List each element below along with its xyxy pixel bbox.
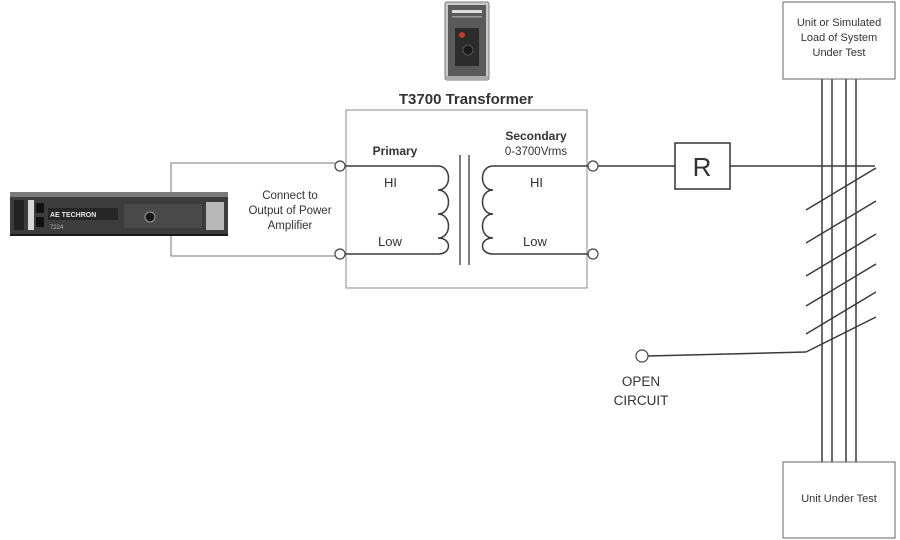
- amplifier-wire-hi: [170, 162, 335, 198]
- resistor-label: R: [693, 152, 712, 182]
- open-circuit-line2: CIRCUIT: [614, 393, 669, 408]
- open-circuit-line1: OPEN: [622, 374, 660, 389]
- transformer-title: T3700 Transformer: [399, 91, 533, 108]
- cable-hatching: [805, 167, 877, 353]
- system-load-line2: Load of System: [801, 32, 877, 44]
- secondary-label: Secondary: [505, 129, 567, 143]
- secondary-low-label: Low: [523, 234, 547, 249]
- cable-bundle: [821, 79, 857, 462]
- system-load-box: [782, 1, 896, 80]
- amplifier-brand: AE TECHRON: [50, 212, 96, 219]
- primary-hi-label: HI: [384, 175, 397, 190]
- primary-low-label: Low: [378, 234, 402, 249]
- primary-low-terminal: [334, 248, 346, 260]
- amplifier-note-line2: Output of Power: [248, 205, 331, 217]
- primary-winding: [345, 165, 450, 255]
- system-load-line3: Under Test: [813, 47, 866, 59]
- amplifier-wire-low: [170, 232, 335, 257]
- secondary-low-terminal: [587, 248, 599, 260]
- secondary-range: 0-3700Vrms: [505, 146, 567, 158]
- power-amplifier-photo: AE TECHRON 7224: [10, 192, 228, 236]
- secondary-winding: [481, 165, 588, 255]
- resistor-box: [674, 142, 731, 190]
- primary-label: Primary: [373, 144, 418, 158]
- primary-hi-terminal: [334, 160, 346, 172]
- amplifier-note-line3: Amplifier: [268, 220, 313, 232]
- amplifier-note-line1: Connect to: [262, 190, 318, 202]
- amplifier-model: 7224: [50, 225, 64, 231]
- system-load-line1: Unit or Simulated: [797, 17, 881, 29]
- unit-under-test-box: [782, 461, 896, 539]
- open-circuit-terminal: [635, 349, 649, 363]
- unit-under-test-label: Unit Under Test: [801, 493, 877, 505]
- secondary-hi-label: HI: [530, 175, 543, 190]
- transformer-enclosure: [345, 109, 588, 289]
- secondary-hi-terminal: [587, 160, 599, 172]
- transformer-photo: [444, 1, 490, 81]
- open-circuit-wire: [647, 351, 807, 357]
